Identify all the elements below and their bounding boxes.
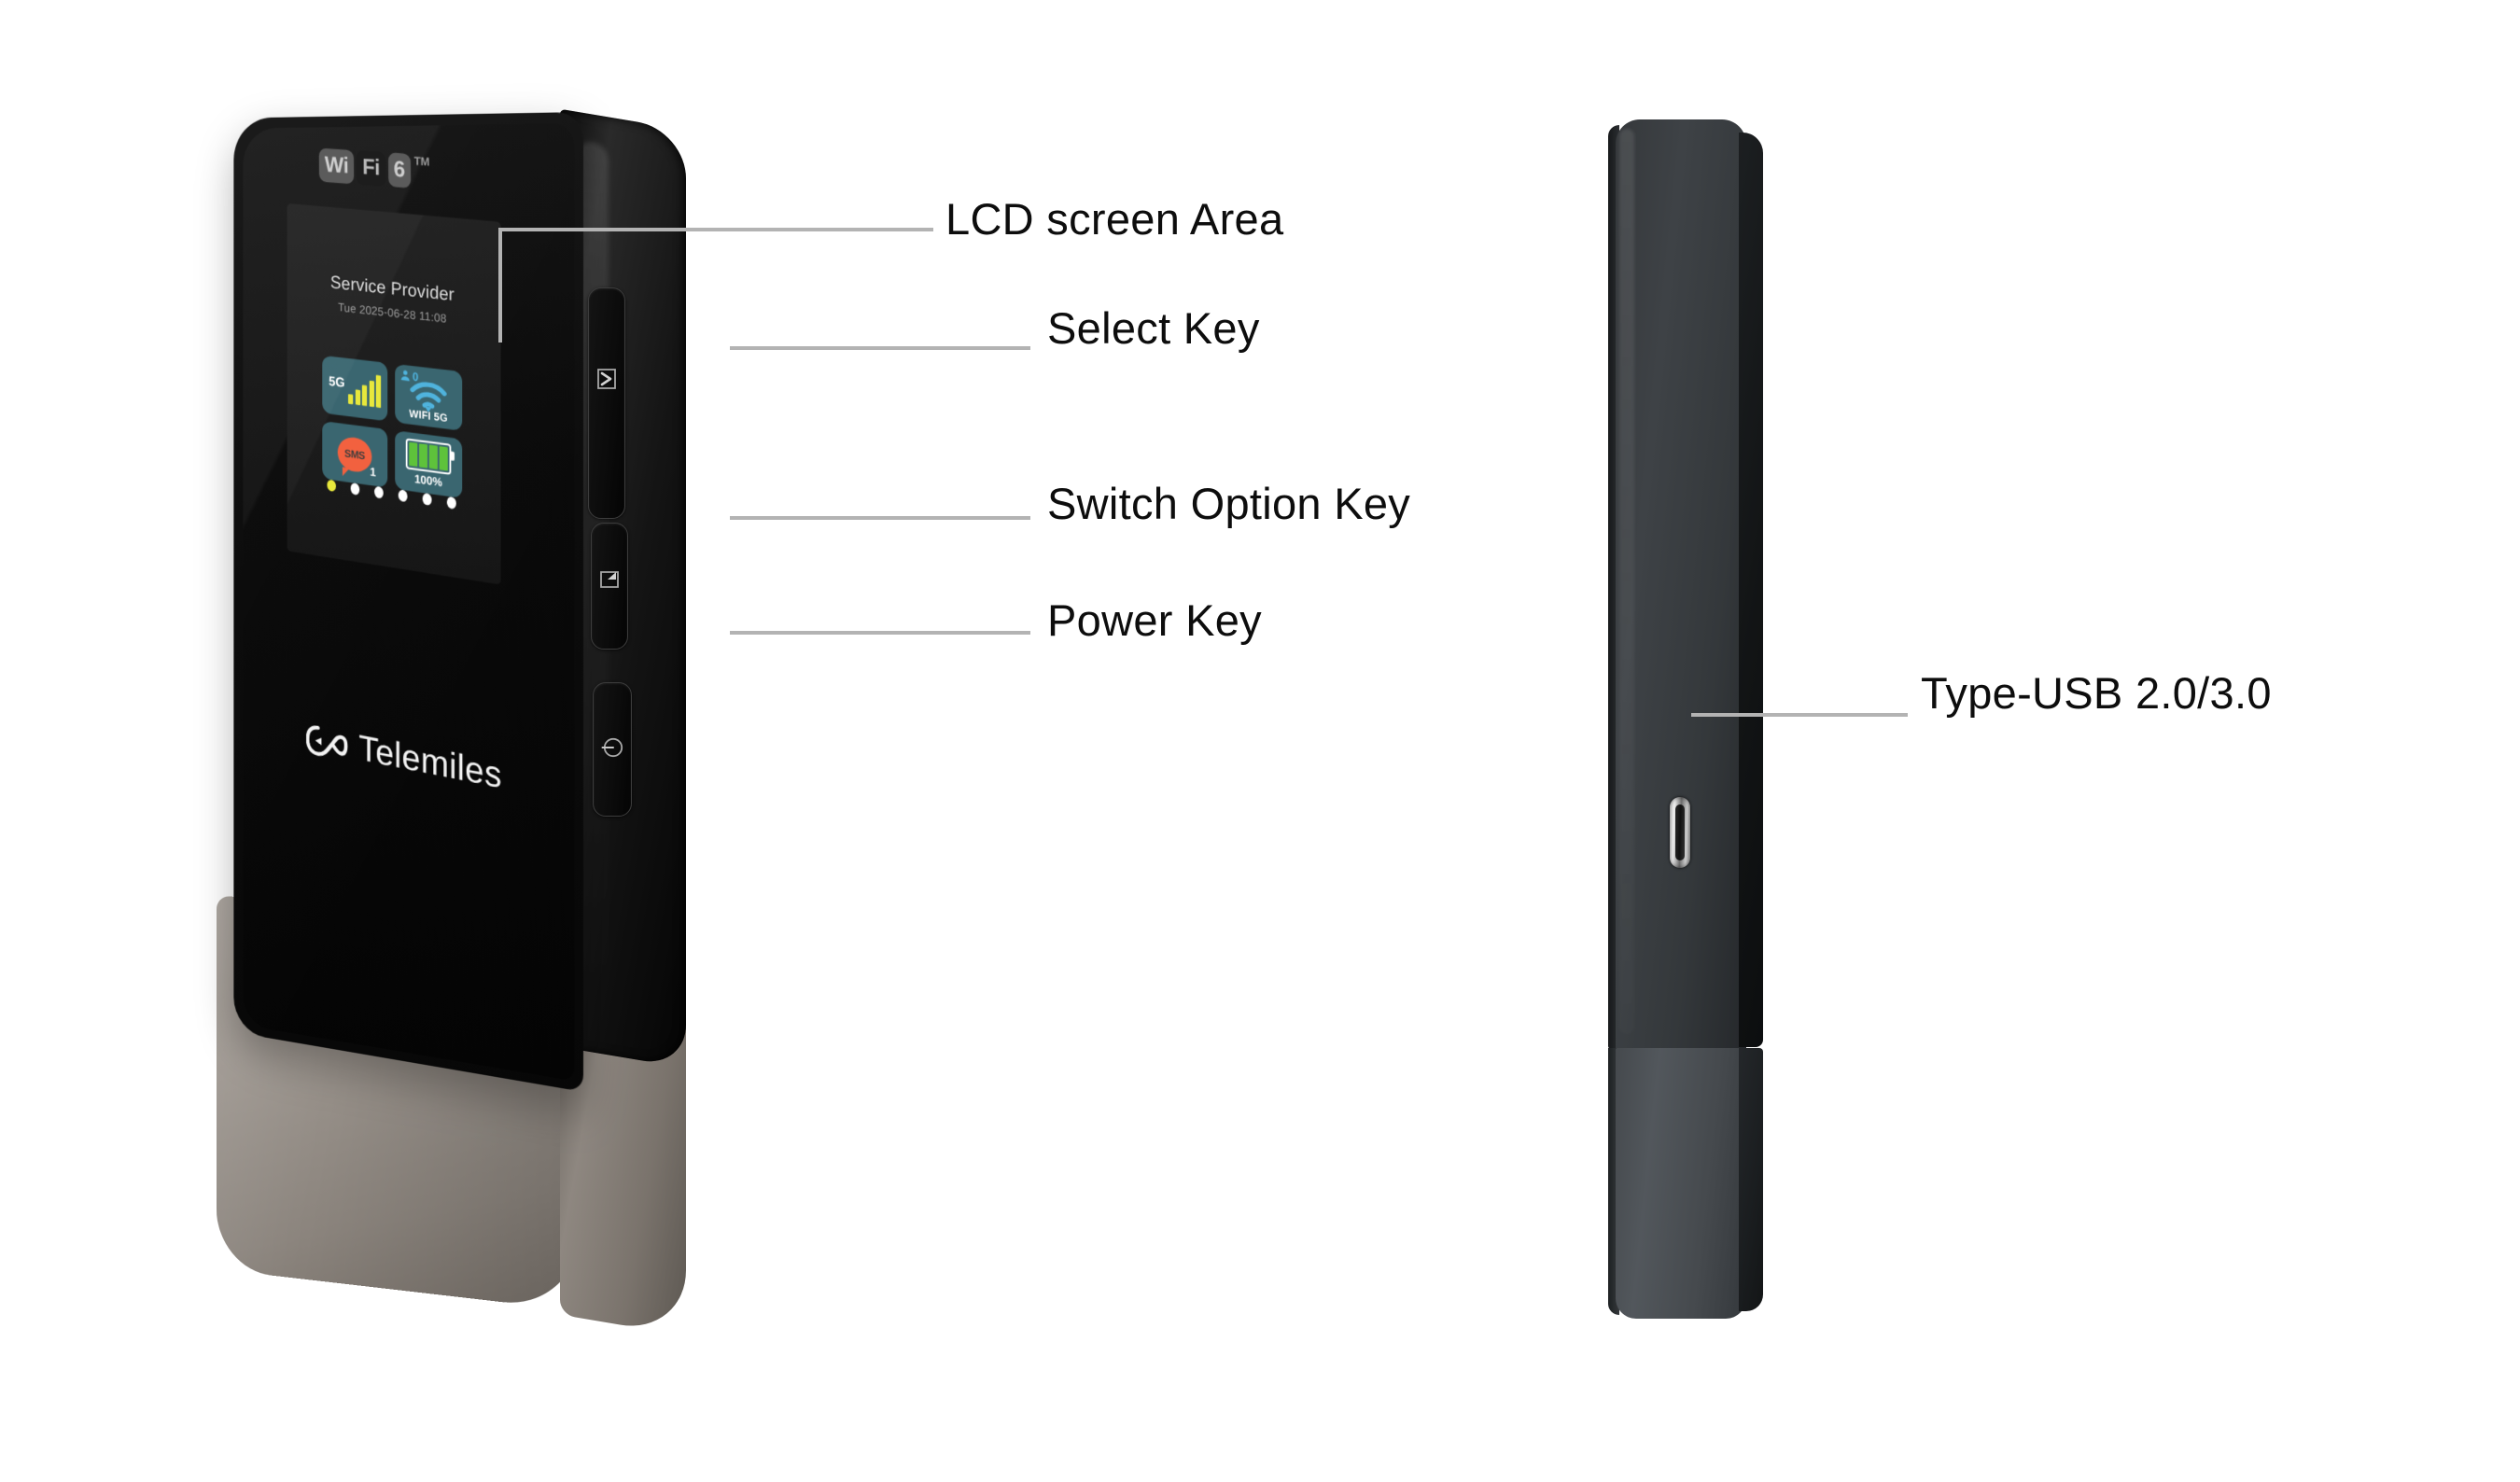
tile-battery[interactable]: 100%: [395, 430, 463, 499]
tile-wifi[interactable]: 0 WIFI 5G: [395, 363, 463, 431]
page-dot[interactable]: [350, 482, 360, 496]
side-view-upper-shell: [1616, 119, 1746, 1053]
wifi6-badge-6: 6: [387, 152, 412, 189]
page-dot[interactable]: [446, 496, 456, 510]
sms-bubble-icon: SMS: [337, 434, 372, 474]
side-view-bottom-chamfer: [1739, 1048, 1763, 1311]
power-key-icon: [600, 735, 624, 764]
wifi6-badge-wi: Wi: [318, 147, 355, 185]
leader-line-power-key: [730, 631, 1030, 635]
callout-label-switch-option-key: Switch Option Key: [1047, 479, 1411, 528]
side-view-right-chamfer: [1739, 133, 1763, 1047]
device-front-view: Wi Fi 6 TM Service Provider Tue 2025-06-…: [191, 108, 751, 1363]
wifi6-trademark: TM: [413, 154, 430, 169]
callout-label-lcd-screen-area: LCD screen Area: [945, 194, 1284, 244]
callout-label-type-usb: Type-USB 2.0/3.0: [1921, 668, 2272, 718]
sms-label: SMS: [344, 446, 365, 462]
page-dot[interactable]: [422, 492, 432, 507]
sms-count: 1: [370, 464, 376, 480]
signal-5g-label: 5G: [329, 373, 345, 391]
callout-label-power-key: Power Key: [1047, 595, 1262, 645]
telemiles-logo-icon: [306, 720, 348, 764]
side-view-lower-shell: [1616, 1048, 1746, 1319]
page-dot[interactable]: [327, 479, 336, 493]
usb-c-port-icon[interactable]: [1670, 797, 1690, 868]
page-dot[interactable]: [374, 485, 384, 499]
device-body: Wi Fi 6 TM Service Provider Tue 2025-06-…: [233, 112, 583, 1092]
tile-sms[interactable]: SMS 1: [322, 420, 388, 488]
select-key-button[interactable]: [588, 287, 625, 519]
signal-bars-icon: [348, 371, 382, 408]
side-view-highlight: [1619, 129, 1634, 1034]
page-dot[interactable]: [398, 489, 408, 503]
signal-icon-group: 5G: [329, 369, 382, 408]
lcd-tile-grid: 5G 0: [322, 355, 463, 499]
select-key-icon: [595, 367, 618, 396]
leader-line-select-key: [730, 346, 1030, 350]
leader-line-switch-option-key: [730, 516, 1030, 520]
battery-percent: 100%: [414, 471, 442, 490]
leader-line-lcd-horizontal: [498, 228, 933, 231]
lcd-screen-area[interactable]: Service Provider Tue 2025-06-28 11:08 5G: [287, 203, 501, 585]
leader-line-usb-port: [1691, 713, 1908, 717]
tile-signal-5g[interactable]: 5G: [322, 355, 388, 422]
callout-label-select-key: Select Key: [1047, 303, 1260, 353]
wifi6-badge-fi: Fi: [356, 150, 386, 187]
device-side-view: [1608, 119, 1795, 1323]
power-key-button[interactable]: [593, 682, 632, 817]
switch-option-key-button[interactable]: [591, 523, 628, 650]
switch-option-key-icon: [598, 568, 621, 595]
leader-line-lcd-vertical: [498, 228, 502, 343]
battery-icon: [405, 438, 452, 475]
